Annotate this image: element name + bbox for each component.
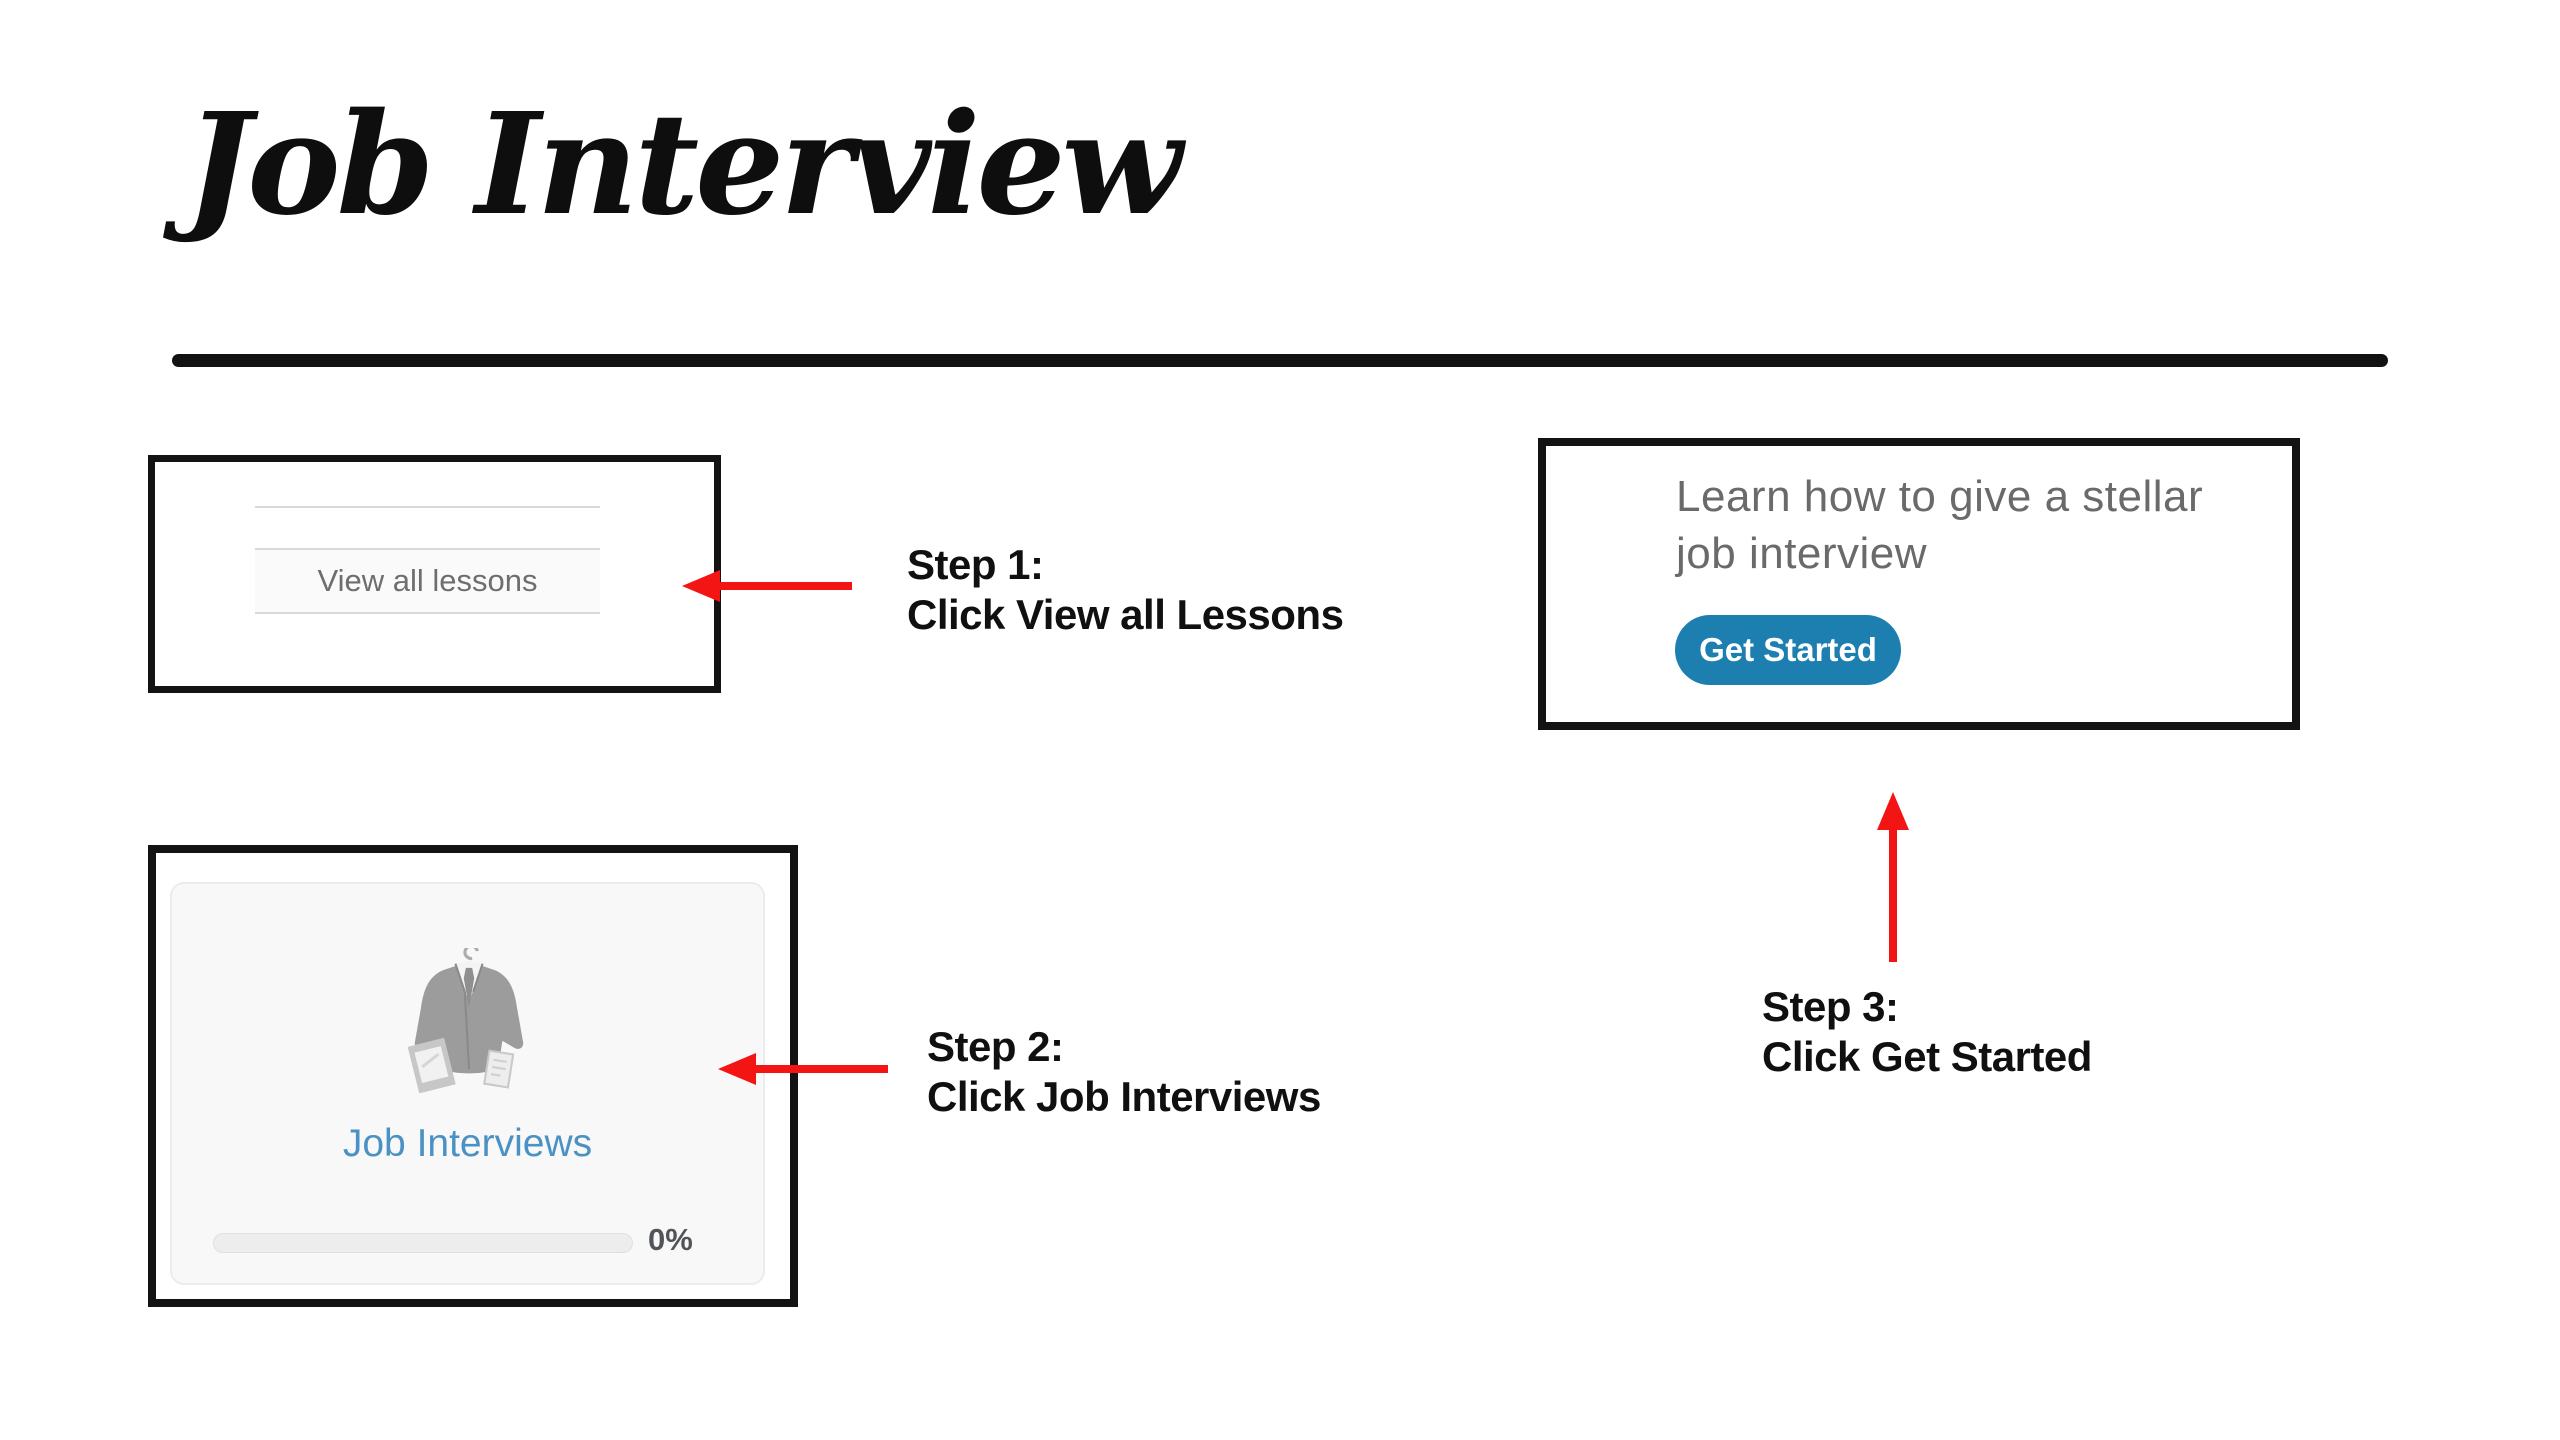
step1-annotation: Step 1: Click View all Lessons [907, 540, 1344, 640]
course-card-title: Job Interviews [342, 1122, 593, 1165]
step3-arrow-icon [1877, 792, 1909, 962]
view-all-lessons-label: View all lessons [317, 563, 538, 598]
lesson-row-divider [255, 506, 600, 508]
course-card[interactable]: Job Interviews 0% [170, 882, 765, 1285]
view-all-lessons-button[interactable]: View all lessons [255, 548, 600, 614]
step1-label: Step 1: [907, 541, 1044, 588]
step3-label: Step 3: [1762, 983, 1899, 1030]
step1-instruction: Click View all Lessons [907, 591, 1344, 638]
step1-arrow-icon [682, 570, 852, 602]
intro-panel: Learn how to give a stellar job intervie… [1538, 438, 2300, 730]
step2-label: Step 2: [927, 1023, 1064, 1070]
lessons-panel: View all lessons [148, 455, 721, 693]
intro-headline-line2: job interview [1676, 529, 1928, 578]
progress-percent: 0% [648, 1222, 693, 1257]
step2-instruction: Click Job Interviews [927, 1073, 1321, 1120]
suit-icon [407, 948, 524, 1094]
title-divider [172, 354, 2388, 367]
get-started-label: Get Started [1699, 631, 1877, 668]
step3-annotation: Step 3: Click Get Started [1762, 982, 2092, 1082]
progress-bar [213, 1233, 633, 1253]
step2-annotation: Step 2: Click Job Interviews [927, 1022, 1321, 1122]
intro-headline: Learn how to give a stellar job intervie… [1676, 468, 2203, 582]
intro-headline-line1: Learn how to give a stellar [1676, 472, 2204, 521]
course-panel: Job Interviews 0% [148, 845, 798, 1307]
page-title: Job Interview [185, 83, 1182, 247]
step2-arrow-icon [718, 1053, 888, 1085]
get-started-button[interactable]: Get Started [1675, 615, 1901, 685]
step3-instruction: Click Get Started [1762, 1033, 2092, 1080]
